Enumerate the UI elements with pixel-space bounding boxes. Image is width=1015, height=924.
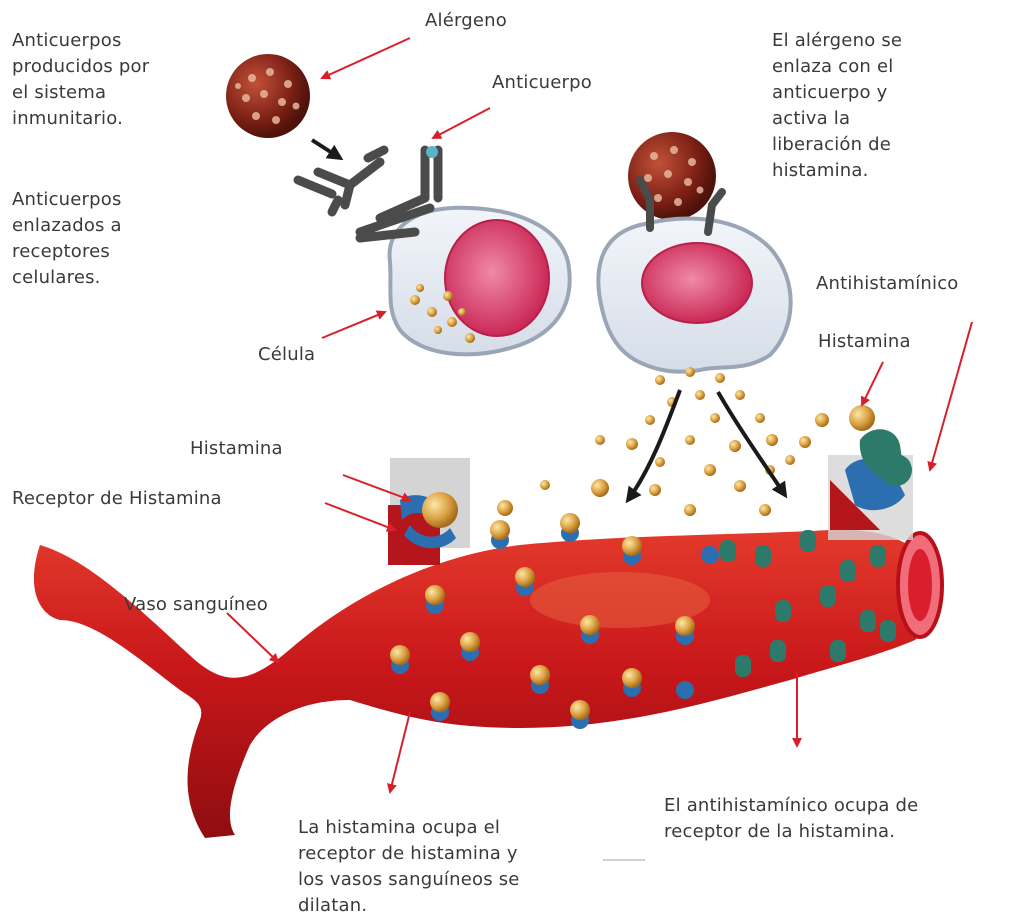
label-antihistamine-occupies: El antihistamínico ocupa de receptor de … [664, 793, 918, 845]
label-antibodies-produced: Anticuerpos producidos por el sistema in… [12, 28, 149, 132]
histamine-icon [422, 492, 458, 528]
histamine-icon [849, 405, 875, 431]
allergen-particle-icon [226, 54, 310, 138]
label-allergen: Alérgeno [425, 8, 507, 34]
label-histamine-right: Histamina [818, 329, 911, 355]
label-antibody: Anticuerpo [492, 70, 592, 96]
label-antihistamine: Antihistamínico [816, 271, 959, 297]
label-histamine-receptor: Receptor de Histamina [12, 486, 222, 512]
label-antibodies-bound: Anticuerpos enlazados a receptores celul… [12, 187, 122, 291]
released-histamine-granules [497, 367, 829, 516]
label-cell: Célula [258, 342, 315, 368]
mast-cell-left [360, 146, 570, 354]
bound-allergen-particle-icon [628, 132, 716, 220]
histamine-receptor-inset [388, 458, 470, 565]
nucleus [642, 243, 752, 323]
allergen-to-antibody-arrow [312, 140, 340, 158]
label-blood-vessel: Vaso sanguíneo [124, 592, 268, 618]
blood-vessel-icon [34, 530, 942, 838]
antihistamine-inset [828, 405, 913, 540]
nucleus [445, 220, 549, 336]
label-allergen-binds: El alérgeno se enlaza con el anticuerpo … [772, 28, 902, 184]
label-histamine-occupies: La histamina ocupa el receptor de histam… [298, 815, 520, 919]
free-antibody-icon [298, 150, 384, 212]
label-histamine-left: Histamina [190, 436, 283, 462]
